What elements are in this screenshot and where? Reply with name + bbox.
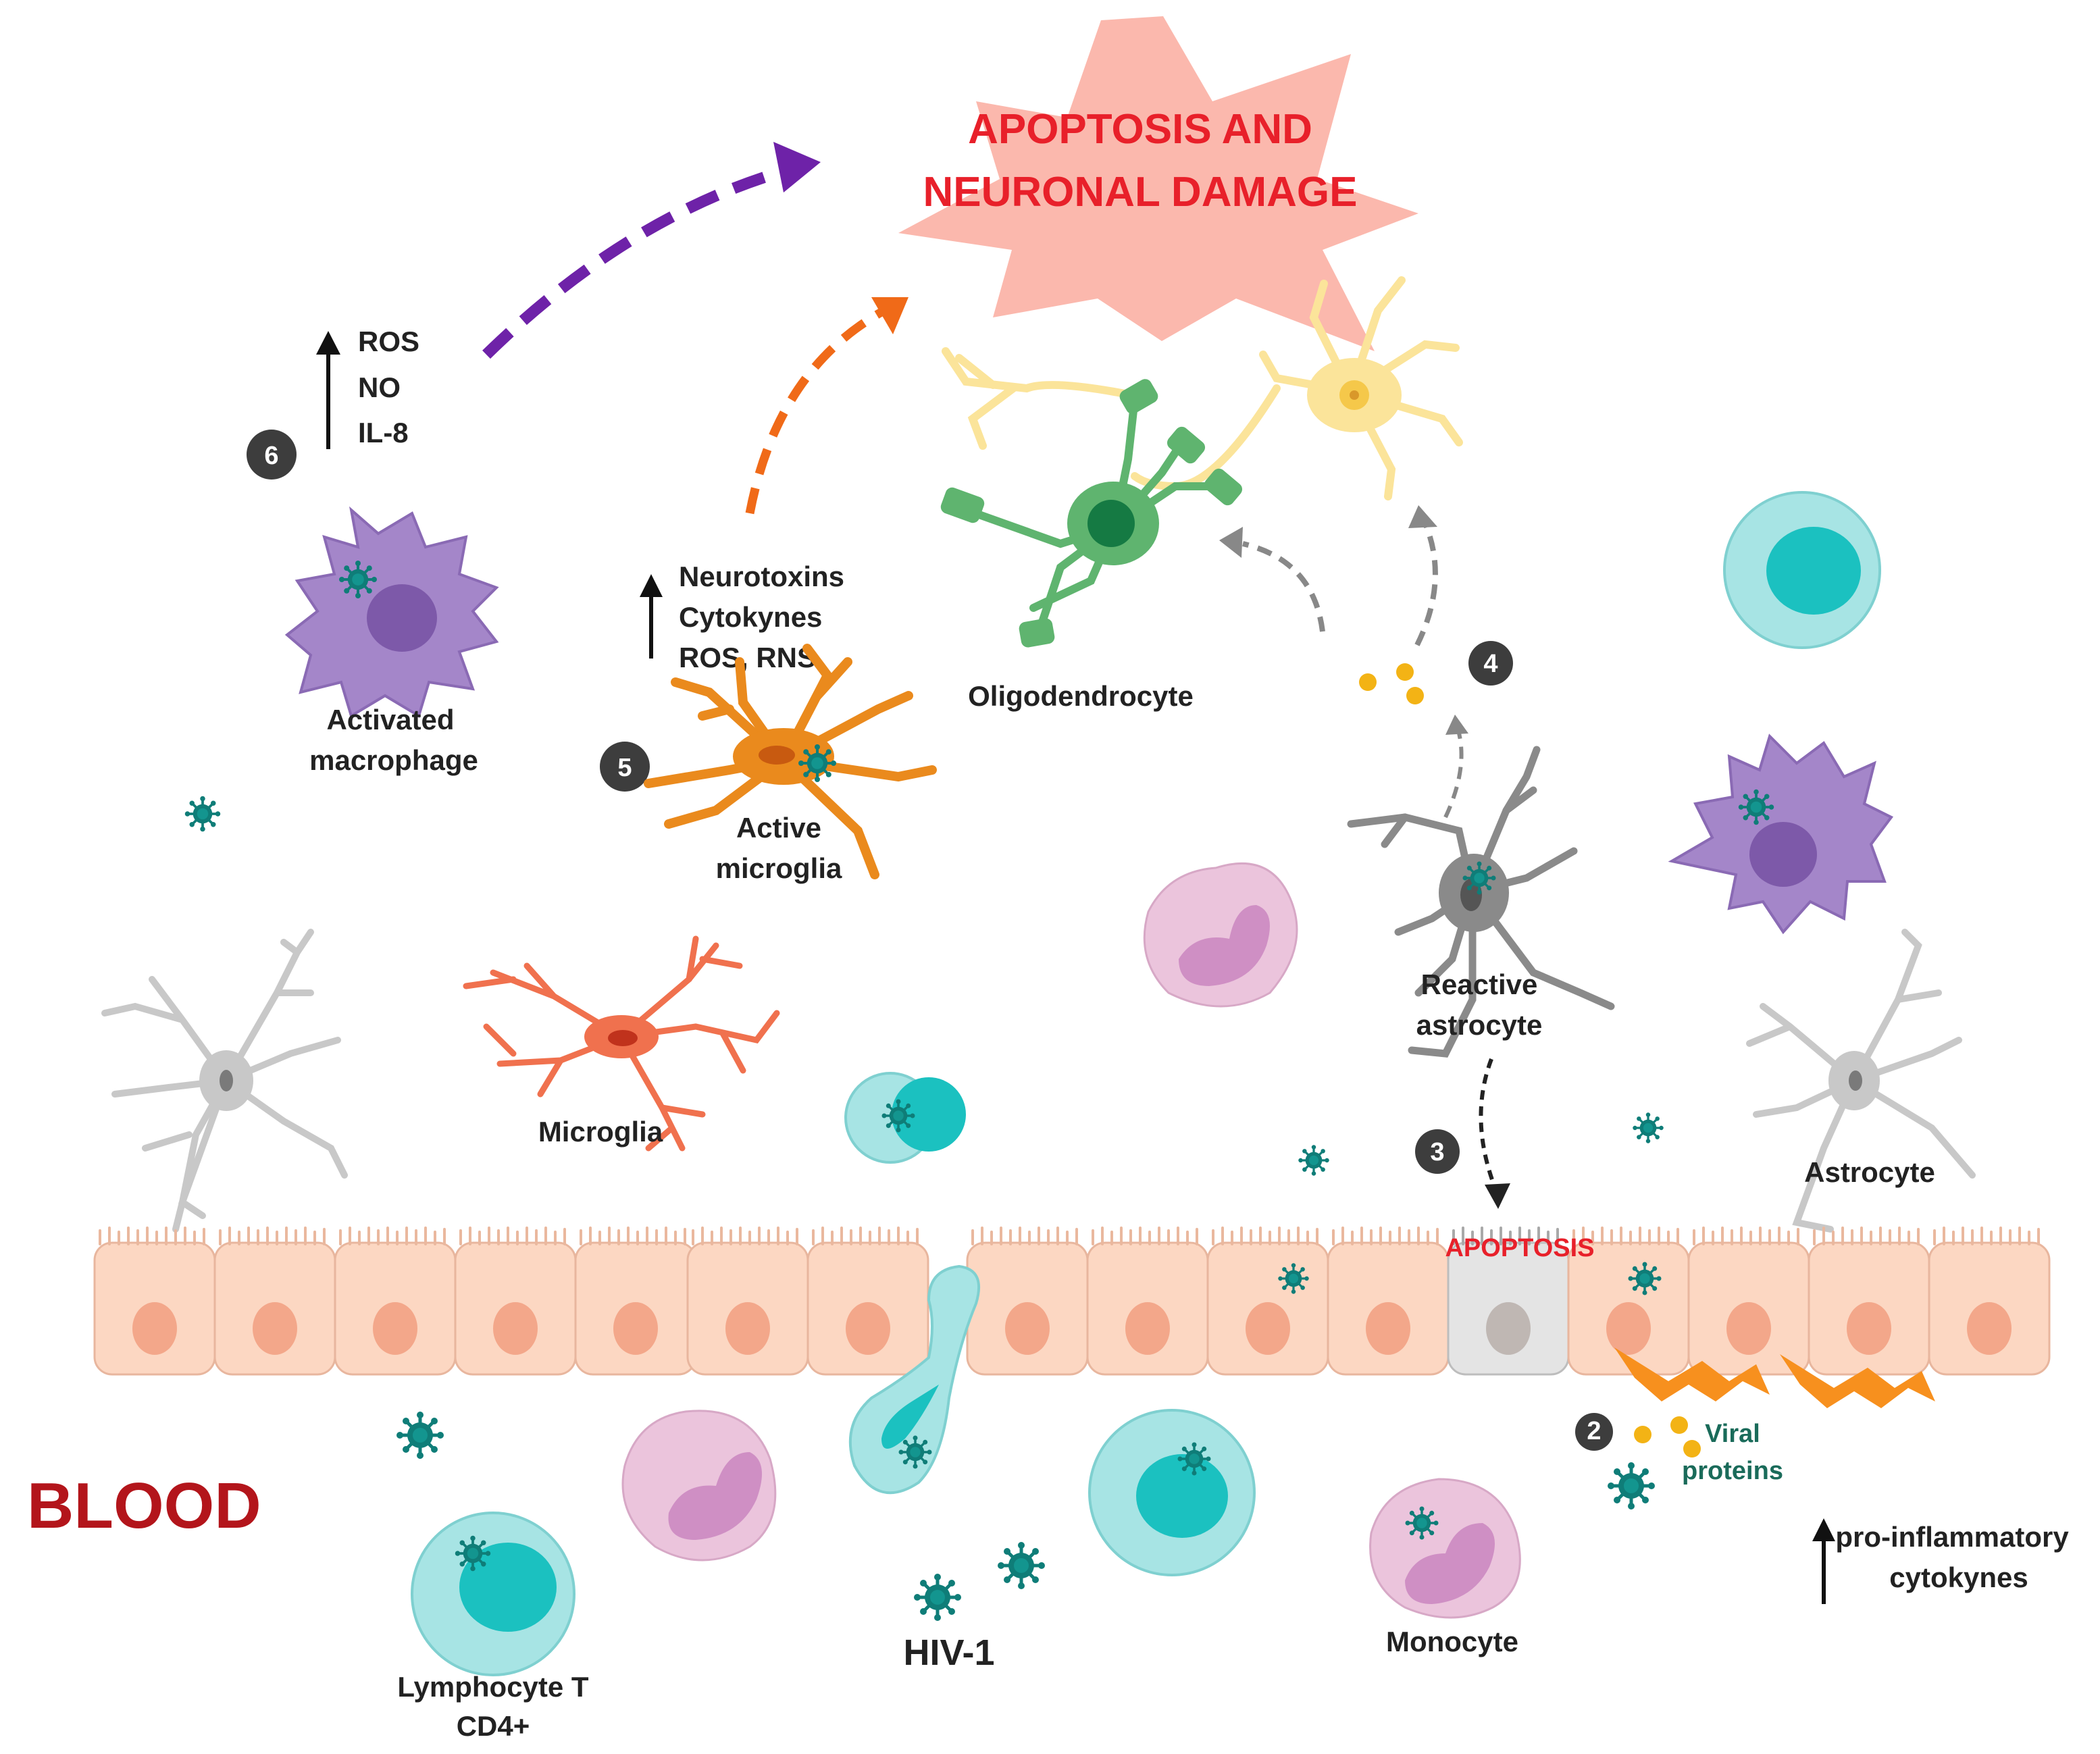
up-arrow-icon [316,331,340,355]
activated-macrophage: Activated macrophage [284,506,499,776]
transmigrating-lymphocyte [848,1264,981,1495]
astrocyte-to-neuron-arrow [1408,505,1438,646]
step-badge-2: 2 [1575,1413,1613,1451]
lymphocyte-tissue [844,1072,966,1164]
svg-text:CD4+: CD4+ [457,1710,530,1742]
svg-text:Lymphocyte T: Lymphocyte T [397,1671,588,1703]
svg-text:Astrocyte: Astrocyte [1804,1156,1935,1188]
lymphocyte-right [1723,491,1881,649]
step-badge-icon [1468,641,1513,686]
monocyte-tissue [1143,862,1298,1008]
svg-text:astrocyte: astrocyte [1416,1009,1543,1041]
hiv-virus-icon [1627,1260,1663,1297]
svg-text:3: 3 [1430,1138,1444,1166]
macrophage-outputs: ROS NO IL-8 [316,326,419,449]
hiv-virus-icon [998,1542,1045,1589]
apoptosis-label: APOPTOSIS [1445,1234,1594,1262]
hiv-virus-icon [1631,1111,1665,1145]
hiv-virus-icon [914,1574,961,1621]
viral-proteins: Viral proteins [1634,1416,1783,1485]
hiv-label: HIV-1 [903,1632,994,1673]
svg-text:microglia: microglia [716,852,842,884]
hiv-virus-icon [1277,1262,1310,1295]
oligodendrocyte: Oligodendrocyte [940,379,1243,712]
reactive-astrocyte: Reactive astrocyte [1347,746,1615,1058]
svg-text:Activated: Activated [326,704,454,736]
hiv-virus-icon [183,794,222,833]
active-microglia: Active microglia [644,644,937,884]
lymphocyte-t-cd4: Lymphocyte T CD4+ [397,1512,589,1742]
svg-text:Reactive: Reactive [1421,969,1538,1000]
released-factors [1359,663,1424,704]
monocyte-blood-left [621,1410,777,1562]
microglia: Microglia [463,935,780,1152]
svg-text:Oligodendrocyte: Oligodendrocyte [968,680,1194,712]
hiv-virus-icon [1608,1462,1655,1510]
endothelial-barrier: APOPTOSIS [93,1227,2051,1376]
svg-text:cytokynes: cytokynes [1889,1562,2028,1593]
step-badge-icon [600,742,650,792]
up-arrow-icon [1812,1518,1835,1541]
svg-text:pro-inflammatory: pro-inflammatory [1835,1521,2069,1553]
burst-title-line2: NEURONAL DAMAGE [923,169,1358,215]
step-badge-5: 5 [600,742,650,792]
svg-text:Active: Active [736,812,821,844]
astrocyte-to-oligodendrocyte-arrow [1219,527,1325,632]
step-badge-3: 3 [1415,1129,1460,1174]
output-cytokynes: Cytokynes [679,601,822,633]
svg-text:6: 6 [264,442,278,470]
apoptosis-burst: APOPTOSIS AND NEURONAL DAMAGE [898,16,1418,351]
microglia-to-damage-arrow [745,297,908,515]
astrocyte-left [101,929,348,1233]
astrocyte-right: Astrocyte [1746,929,1976,1233]
step-badge-icon [1575,1413,1613,1451]
astrocyte-release-arrow [1443,715,1468,819]
microglia-outputs: Neurotoxins Cytokynes ROS, RNS [640,561,844,673]
step-badge-icon [1415,1129,1460,1174]
blood-label: BLOOD [27,1470,261,1542]
svg-text:5: 5 [617,754,632,782]
svg-text:macrophage: macrophage [309,744,478,776]
svg-text:2: 2 [1587,1417,1601,1445]
svg-text:Microglia: Microglia [538,1116,663,1147]
svg-text:Viral: Viral [1705,1420,1760,1448]
macrophage-to-damage-arrow [482,142,821,359]
lightning-icon [1614,1347,1770,1401]
neuron [942,276,1463,500]
svg-text:proteins: proteins [1682,1457,1783,1485]
svg-text:4: 4 [1483,650,1497,678]
step-badge-6: 6 [247,430,297,480]
output-ros-rns: ROS, RNS [679,642,816,673]
up-arrow-icon [640,574,663,597]
apoptotic-endothelial-cell [1447,1227,1570,1376]
cytokines-note: pro-inflammatory cytokynes [1812,1518,2069,1604]
astrocyte-to-barrier-arrow [1479,1058,1510,1209]
step-badge-icon [247,430,297,480]
output-neurotoxins: Neurotoxins [679,561,844,592]
output-ros: ROS [358,326,419,357]
hiv-virus-icon [396,1412,444,1459]
step-badge-4: 4 [1468,641,1513,686]
output-il8: IL-8 [358,417,409,448]
monocyte-blood-right: Monocyte [1369,1478,1521,1657]
macrophage-right [1668,733,1894,935]
hiv-virus-icon [1297,1143,1331,1177]
lightning-icon [1780,1354,1935,1408]
output-no: NO [358,371,401,403]
lymphocyte-blood-center [1088,1409,1256,1576]
burst-title-line1: APOPTOSIS AND [968,106,1312,153]
svg-text:Monocyte: Monocyte [1386,1626,1518,1657]
